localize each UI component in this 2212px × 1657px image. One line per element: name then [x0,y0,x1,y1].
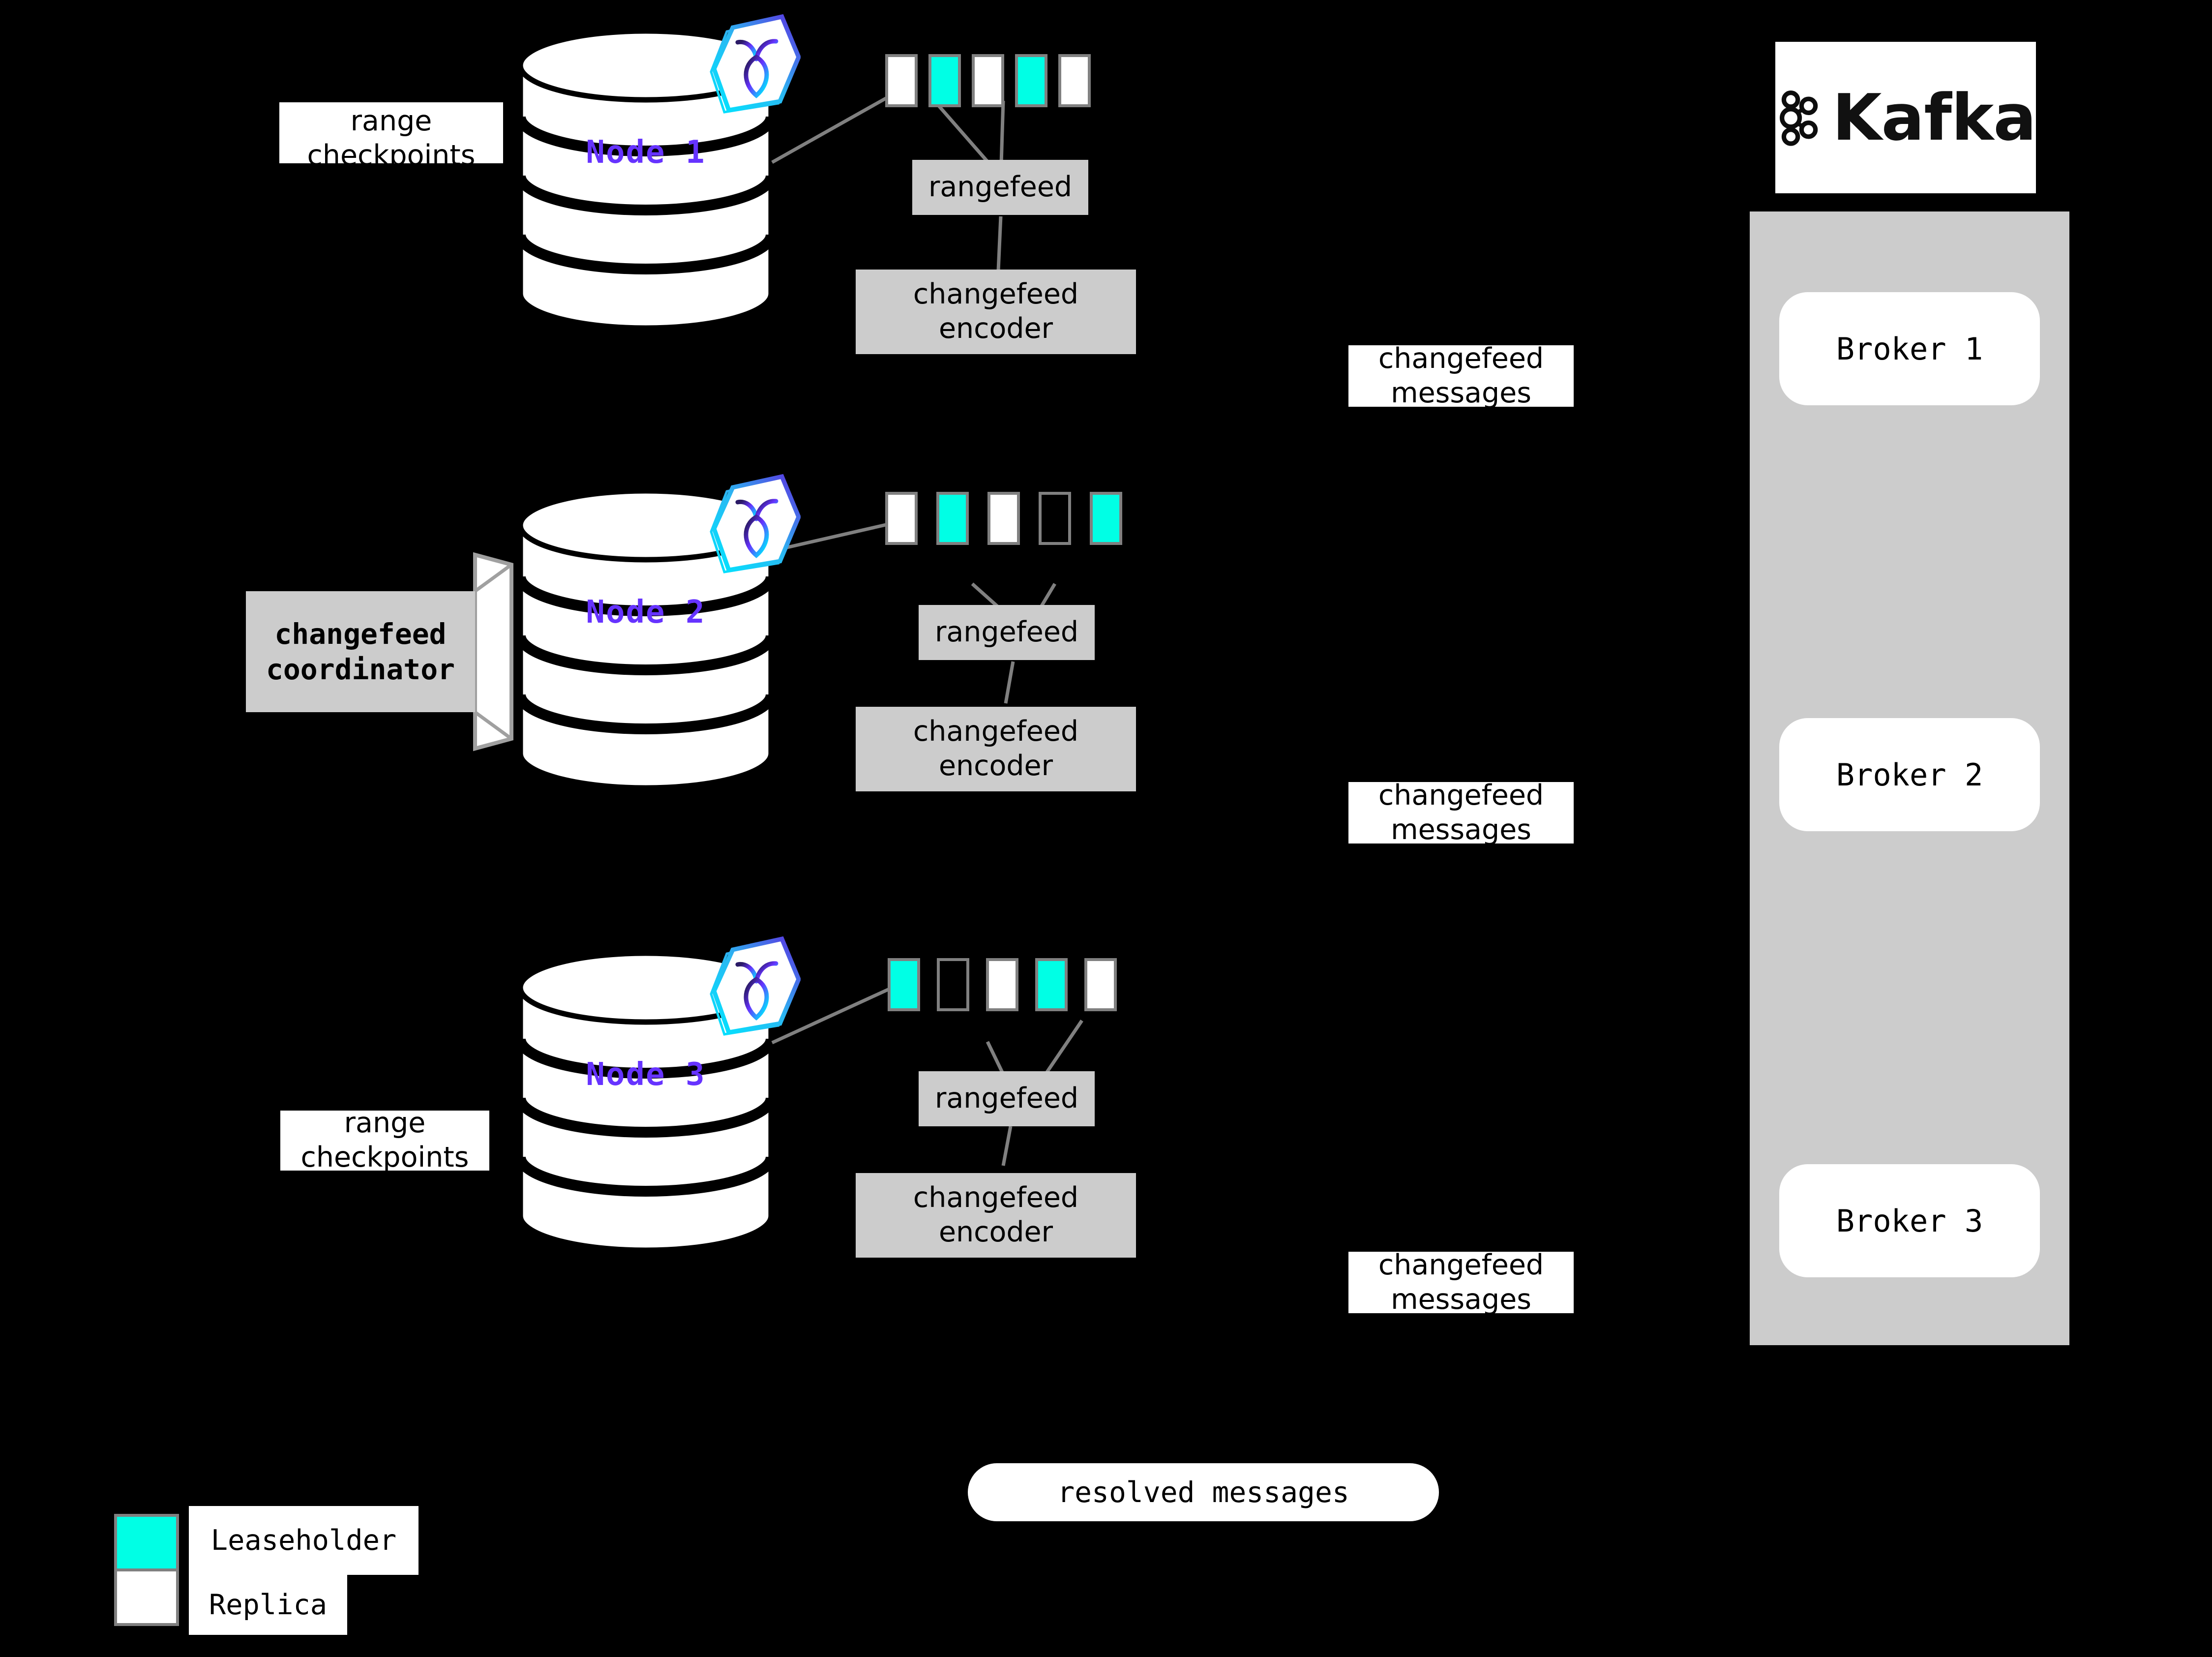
node-2-ranges [885,492,1122,545]
legend-swatch-replica [114,1568,179,1626]
range-replica[interactable] [885,54,918,107]
node-3-rangefeed-box[interactable]: rangefeed [919,1071,1095,1126]
kafka-wordmark: Kafka [1832,80,2036,155]
broker-label: Broker 2 [1836,756,1983,793]
coordinator-line2: coordinator [266,653,455,686]
range-checkpoints-line1: range [350,105,432,137]
legend-text: Replica [209,1589,328,1621]
range-replica[interactable] [1058,54,1091,107]
changefeed-messages-line2: messages [1391,1283,1531,1314]
range-leaseholder[interactable] [1015,54,1047,107]
node-1-range-checkpoints-label: range checkpoints [279,102,503,163]
changefeed-coordinator[interactable]: changefeed coordinator [246,546,521,757]
changefeed-messages-label-3: changefeed messages [1348,1252,1574,1313]
node-2-rangefeed-label: rangefeed [934,616,1079,649]
node-2-rangefeed-box[interactable]: rangefeed [919,605,1095,660]
kafka-logo-box: Kafka [1775,42,2036,193]
node-1-ranges [885,54,1091,107]
changefeed-messages-label-1: changefeed messages [1348,345,1574,407]
range-leaseholder[interactable] [1090,492,1122,545]
broker-label: Broker 1 [1836,331,1983,367]
node-1-encoder-line1: changefeed [913,278,1079,311]
node-2-encoder-line2: encoder [938,750,1053,782]
cockroachdb-hexagon-icon [707,14,801,120]
node-3-range-checkpoints-label: range checkpoints [280,1111,489,1171]
changefeed-messages-line1: changefeed [1378,782,1544,812]
broker-label: Broker 3 [1836,1203,1983,1239]
range-replica[interactable] [986,958,1018,1011]
kafka-nodes-icon [1779,90,1818,146]
node-1-encoder-box[interactable]: changefeed encoder [856,270,1136,354]
range-checkpoints-line1: range [344,1111,426,1140]
node-2: Node 2 [515,487,776,792]
changefeed-coordinator-box[interactable]: changefeed coordinator [246,591,475,712]
cockroachdb-hexagon-icon [707,936,801,1042]
legend: Leaseholder Replica [114,1506,458,1635]
legend-label-replica: Replica [189,1575,347,1635]
range-replica[interactable] [972,54,1004,107]
node-3-encoder-line2: encoder [938,1216,1053,1248]
node-3-encoder-line1: changefeed [913,1181,1079,1214]
range-checkpoints-line2: checkpoints [300,1141,469,1171]
range-leaseholder[interactable] [936,492,969,545]
range-replica[interactable] [987,492,1020,545]
range-empty[interactable] [1039,492,1071,545]
legend-swatch-leaseholder [114,1514,179,1571]
kafka-broker-2[interactable]: Broker 2 [1779,718,2040,831]
node-2-encoder-line1: changefeed [913,715,1079,748]
coordinator-line1: changefeed [274,617,447,651]
changefeed-messages-line2: messages [1391,376,1531,407]
legend-text: Leaseholder [210,1524,397,1557]
legend-label-leaseholder: Leaseholder [189,1506,418,1575]
range-replica[interactable] [885,492,918,545]
range-leaseholder[interactable] [1035,958,1068,1011]
range-replica[interactable] [1084,958,1117,1011]
range-checkpoints-line2: checkpoints [307,139,476,163]
node-3-ranges [888,958,1117,1011]
node-1-rangefeed-label: rangefeed [928,171,1073,204]
changefeed-messages-line2: messages [1391,813,1531,844]
range-leaseholder[interactable] [888,958,920,1011]
kafka-broker-1[interactable]: Broker 1 [1779,292,2040,405]
resolved-messages-pill: resolved messages [968,1463,1439,1521]
range-leaseholder[interactable] [928,54,961,107]
node-2-encoder-box[interactable]: changefeed encoder [856,707,1136,791]
resolved-messages-label: resolved messages [1057,1476,1349,1509]
changefeed-messages-label-2: changefeed messages [1348,782,1574,844]
changefeed-messages-line1: changefeed [1378,345,1544,375]
cockroachdb-hexagon-icon [707,474,801,579]
changefeed-messages-line1: changefeed [1378,1252,1544,1281]
kafka-broker-3[interactable]: Broker 3 [1779,1164,2040,1277]
node-3-encoder-box[interactable]: changefeed encoder [856,1173,1136,1258]
node-1-rangefeed-box[interactable]: rangefeed [912,160,1088,215]
node-3-rangefeed-label: rangefeed [934,1082,1079,1115]
range-empty[interactable] [937,958,969,1011]
node-1-encoder-line2: encoder [938,312,1053,345]
